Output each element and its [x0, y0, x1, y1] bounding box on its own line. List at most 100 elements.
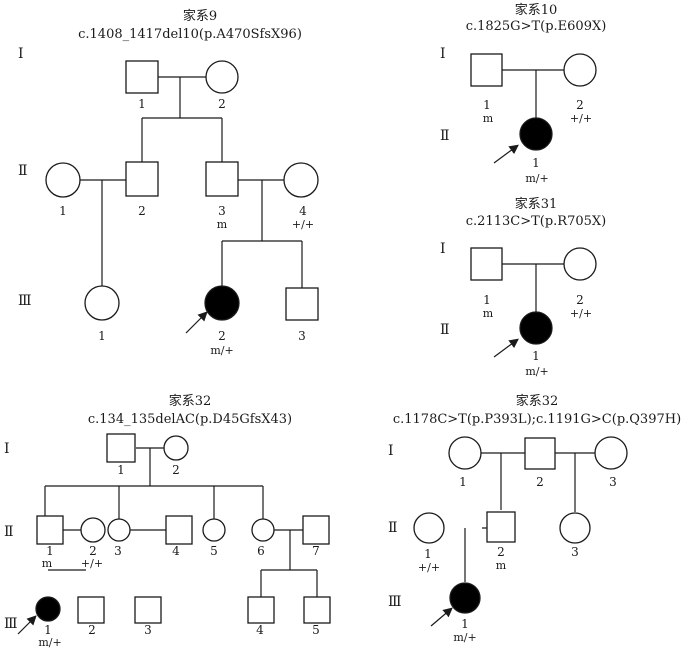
family-9-II4-label: 4 — [299, 204, 307, 218]
family-9-III1-female — [84, 285, 120, 321]
family-32a-III2-male — [77, 596, 105, 624]
family-31-pedigree: 家系31 c.2113C>T(p.R705X) Ⅰ Ⅱ 1 m 2 +/+ 1 … — [440, 196, 606, 378]
family-32a-II2-female — [80, 517, 106, 543]
family-31-II1-female-affected — [519, 311, 553, 345]
family-32a-II4-label: 4 — [172, 544, 180, 558]
family-32a-gen-III-label: Ⅲ — [4, 616, 18, 632]
family-9-I1-male — [125, 60, 159, 94]
family-10-gen-II-label: Ⅱ — [440, 128, 450, 144]
family-31-I1-male — [470, 247, 503, 281]
family-10-I1-male — [470, 53, 503, 87]
family-9-III2-female-affected — [204, 285, 240, 321]
family-32a-mutation: c.134_135delAC(p.D45GfsX43) — [88, 412, 292, 427]
family-9-II2-label: 2 — [138, 204, 146, 218]
family-32a-II1-label: 1 — [46, 544, 54, 558]
family-32a-III1-female-affected — [35, 596, 61, 622]
family-10-I1-label: 1 — [483, 98, 491, 112]
family-10-I2-label: 2 — [576, 98, 584, 112]
family-9-II3-genotype: m — [217, 218, 228, 231]
family-32b-I2-male — [524, 437, 556, 470]
family-9-III3-male — [285, 287, 319, 321]
family-9-lines — [80, 76, 303, 294]
family-10-II1-genotype: m/+ — [525, 172, 548, 185]
family-32a-III1-label: 1 — [44, 623, 52, 637]
family-32a-title: 家系32 — [169, 393, 212, 409]
family-32a-II5-female — [202, 518, 226, 542]
family-31-II1-genotype: m/+ — [525, 365, 548, 378]
family-31-title: 家系31 — [515, 196, 558, 212]
family-9-I2-label: 2 — [218, 97, 226, 111]
family-9-II2-male — [125, 161, 159, 197]
family-32b-I3-label: 3 — [609, 475, 617, 489]
family-31-I2-genotype: +/+ — [570, 307, 592, 320]
family-32a-lines — [44, 447, 318, 597]
family-32a-I2-label: 2 — [172, 463, 180, 477]
family-32a-II6-label: 6 — [257, 544, 265, 558]
family-32a-I1-label: 1 — [117, 463, 125, 477]
family-32a-III4-label: 4 — [256, 623, 264, 637]
family-9-I2-female — [205, 60, 239, 94]
family-9-III2-genotype: m/+ — [210, 344, 233, 357]
family-9-gen-II-label: Ⅱ — [18, 163, 28, 179]
family-32a-II4-male — [165, 515, 193, 545]
family-32b-II2-male — [486, 511, 516, 543]
family-32b-I3-female — [594, 436, 628, 470]
family-32a-I2-female — [163, 435, 189, 461]
family-31-gen-I-label: Ⅰ — [440, 241, 446, 257]
family-32b-III1-female-affected — [449, 582, 481, 614]
family-32b-II2-label: 2 — [497, 545, 505, 559]
family-10-pedigree: 家系10 c.1825G>T(p.E609X) Ⅰ Ⅱ 1 m 2 +/+ 1 … — [440, 2, 606, 185]
family-31-proband-arrow — [493, 338, 519, 358]
family-32b-lines — [464, 452, 595, 582]
family-10-proband-arrow — [493, 144, 519, 164]
family-32a-II5-label: 5 — [210, 544, 218, 558]
family-32a-II2-label: 2 — [89, 544, 97, 558]
family-31-I2-label: 2 — [576, 293, 584, 307]
family-32b-proband-arrow — [430, 607, 453, 627]
family-9-II4-female — [283, 162, 319, 198]
family-9-gen-I-label: Ⅰ — [18, 46, 24, 62]
family-32a-II7-label: 7 — [312, 544, 320, 558]
family-32a-II2-genotype: +/+ — [81, 557, 103, 570]
family-32b-III1-label: 1 — [461, 617, 469, 631]
family-31-II1-label: 1 — [532, 349, 540, 363]
family-10-I1-genotype: m — [483, 112, 494, 125]
family-32b-II1-label: 1 — [424, 547, 432, 561]
family-10-mutation: c.1825G>T(p.E609X) — [466, 19, 607, 34]
family-32b-gen-I-label: Ⅰ — [388, 443, 394, 459]
family-9-III1-label: 1 — [98, 329, 106, 343]
family-9-II1-label: 1 — [59, 204, 67, 218]
family-32b-III1-genotype: m/+ — [453, 631, 476, 644]
family-31-I1-genotype: m — [483, 307, 494, 320]
family-32a-proband-arrow — [17, 615, 37, 635]
family-9-II1-female — [45, 162, 81, 198]
family-32a-II6-female — [251, 518, 275, 542]
family-31-I1-label: 1 — [483, 293, 491, 307]
family-32a-II3-female — [107, 518, 131, 542]
family-32b-title: 家系32 — [516, 393, 559, 409]
family-32a-II1-genotype: m — [42, 557, 53, 570]
family-32a-I1-male — [106, 433, 136, 463]
family-10-I2-genotype: +/+ — [570, 112, 592, 125]
family-32a-III4-male — [247, 596, 275, 624]
family-9-II4-genotype: +/+ — [292, 218, 314, 231]
family-10-II1-female-affected — [519, 117, 553, 151]
family-32b-II2-genotype: m — [496, 559, 507, 572]
family-32a-III5-male — [303, 596, 331, 624]
family-9-mutation: c.1408_1417del10(p.A470SfsX96) — [78, 27, 302, 42]
family-31-mutation: c.2113C>T(p.R705X) — [466, 214, 606, 229]
family-32a-II1-male — [36, 515, 64, 545]
family-32b-gen-II-label: Ⅱ — [388, 520, 398, 536]
family-32a-III2-label: 2 — [88, 623, 96, 637]
family-9-proband-arrow — [185, 311, 208, 334]
family-9-III3-label: 3 — [298, 329, 306, 343]
family-32a-II3-label: 3 — [114, 544, 122, 558]
family-32a-pedigree: 家系32 c.134_135delAC(p.D45GfsX43) Ⅰ Ⅱ Ⅲ 1… — [4, 393, 331, 648]
family-32a-III3-male — [134, 596, 162, 624]
family-32b-II3-female — [559, 512, 591, 544]
family-31-gen-II-label: Ⅱ — [440, 322, 450, 338]
family-32b-II1-female — [413, 512, 445, 544]
family-32b-II3-label: 3 — [571, 545, 579, 559]
family-10-title: 家系10 — [515, 2, 558, 18]
